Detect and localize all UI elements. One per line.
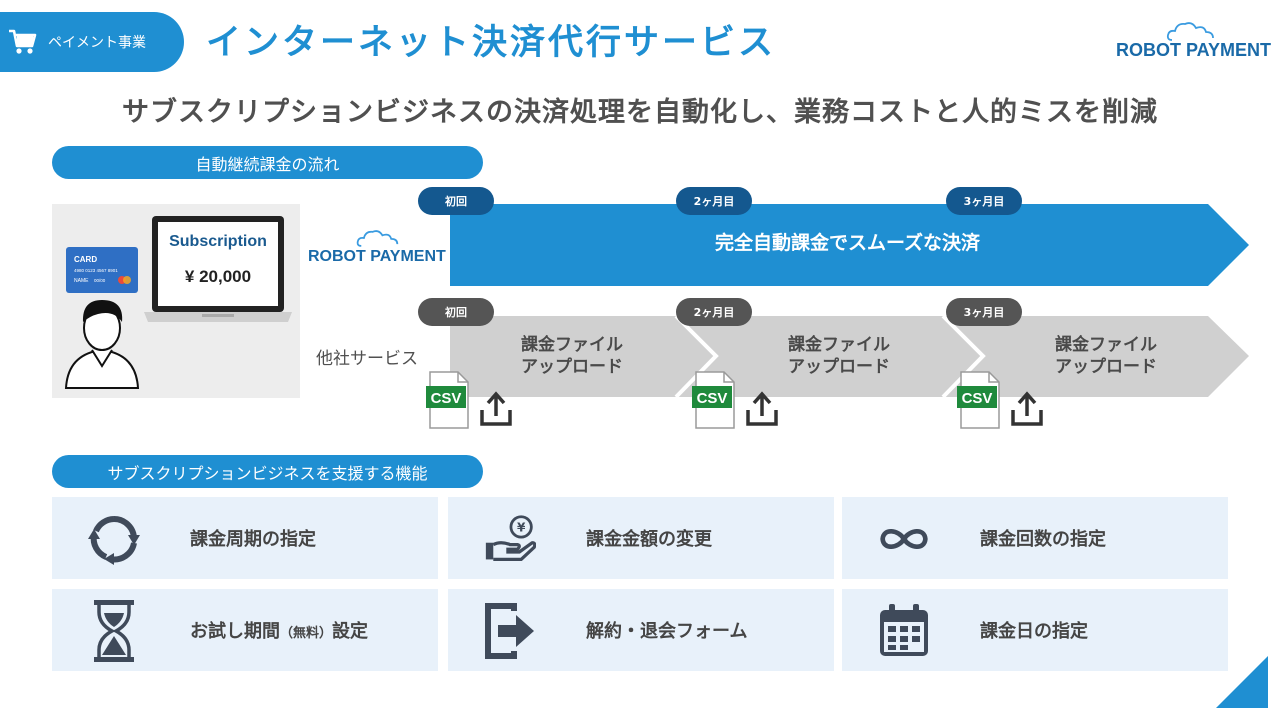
cloud-logo-icon <box>356 230 399 247</box>
csv-file-label: CSV <box>697 390 728 407</box>
csv-upload-icon: CSV <box>957 371 1043 429</box>
subscription-illustration: CARD 4980 0123 4567 8901 NAME 00/00 Subs… <box>52 204 300 398</box>
exit-door-icon <box>484 603 536 659</box>
header-logo-text: ROBOT PAYMENT <box>1116 40 1272 60</box>
feature-label: 課金金額の変更 <box>586 529 712 550</box>
feature-trial-period: お試し期間（無料）設定 <box>52 589 438 671</box>
feature-billing-count: 課金回数の指定 <box>842 497 1228 579</box>
feature-label: 課金周期の指定 <box>190 529 316 550</box>
other-step-text-1: 課金ファイル アップロード <box>452 334 692 378</box>
corner-triangle-decoration <box>1216 656 1268 708</box>
other-step-arrow-1 <box>450 316 716 397</box>
feature-amount-change: ¥ 課金金額の変更 <box>448 497 834 579</box>
other-step-text-3: 課金ファイル アップロード <box>986 334 1226 378</box>
cart-icon <box>9 29 37 54</box>
feature-billing-date: 課金日の指定 <box>842 589 1228 671</box>
category-tag-label: ペイメント事業 <box>48 35 146 51</box>
robot-badge-1: 初回 <box>418 187 494 215</box>
feature-label: 課金回数の指定 <box>980 529 1106 550</box>
card-expiry: 00/00 <box>94 278 106 283</box>
csv-file-label: CSV <box>962 390 993 407</box>
category-tag: ペイメント事業 <box>0 12 184 72</box>
robot-badge-3: 3ヶ月目 <box>946 187 1022 215</box>
robot-arrow-text: 完全自動課金でスムーズな決済 <box>714 232 981 254</box>
infinity-icon <box>878 513 930 565</box>
other-step-line2: アップロード <box>1055 357 1157 377</box>
cloud-logo-icon <box>1166 22 1214 41</box>
feature-label: 課金日の指定 <box>980 621 1088 642</box>
other-step-line1: 課金ファイル <box>521 335 623 355</box>
flow-robot-logo-text: ROBOT PAYMENT <box>308 248 446 265</box>
card-label: CARD <box>74 255 97 264</box>
hourglass-icon <box>88 600 140 662</box>
feature-label-main: お試し期間 <box>190 621 280 642</box>
other-step-line2: アップロード <box>788 357 890 377</box>
csv-upload-icon: CSV <box>692 371 778 429</box>
card-number: 4980 0123 4567 8901 <box>74 268 118 273</box>
other-step-arrow-2 <box>676 316 983 397</box>
robot-badge-2: 2ヶ月目 <box>676 187 752 215</box>
feature-label: お試し期間（無料）設定 <box>190 617 368 643</box>
features-section-title: サブスクリプションビジネスを支援する機能 <box>52 455 483 488</box>
other-step-line1: 課金ファイル <box>788 335 890 355</box>
feature-label-note: （無料） <box>280 626 333 641</box>
page-title: インターネット決済代行サービス <box>206 23 777 63</box>
hand-coin-icon: ¥ <box>484 513 536 565</box>
flow-robot-logo: ROBOT PAYMENT <box>308 228 448 268</box>
screen-title: Subscription <box>169 233 267 250</box>
other-step-text-2: 課金ファイル アップロード <box>719 334 959 378</box>
coin-glyph: ¥ <box>517 521 526 535</box>
feature-billing-cycle: 課金周期の指定 <box>52 497 438 579</box>
feature-label: 解約・退会フォーム <box>586 621 748 642</box>
feature-cancel-form: 解約・退会フォーム <box>448 589 834 671</box>
feature-label-suffix: 設定 <box>332 621 369 642</box>
other-badge-1: 初回 <box>418 298 494 326</box>
robot-payment-arrow <box>450 204 1249 286</box>
other-service-label: 他社サービス <box>316 349 418 369</box>
card-name: NAME <box>74 278 89 284</box>
other-badge-2: 2ヶ月目 <box>676 298 752 326</box>
header-logo: ROBOT PAYMENT <box>1116 20 1271 60</box>
other-step-line1: 課金ファイル <box>1055 335 1157 355</box>
other-badge-3: 3ヶ月目 <box>946 298 1022 326</box>
other-step-arrow-3 <box>943 316 1249 397</box>
other-step-line2: アップロード <box>521 357 623 377</box>
calendar-icon <box>878 604 930 657</box>
customer-laptop-icon: CARD 4980 0123 4567 8901 NAME 00/00 Subs… <box>64 216 292 389</box>
screen-amount: ¥ 20,000 <box>185 267 251 286</box>
page-subtitle: サブスクリプションビジネスの決済処理を自動化し、業務コストと人的ミスを削減 <box>122 97 1158 128</box>
csv-file-label: CSV <box>431 390 462 407</box>
csv-upload-icon: CSV <box>426 371 512 429</box>
flow-section-title: 自動継続課金の流れ <box>52 146 483 179</box>
cycle-arrows-icon <box>88 513 140 565</box>
